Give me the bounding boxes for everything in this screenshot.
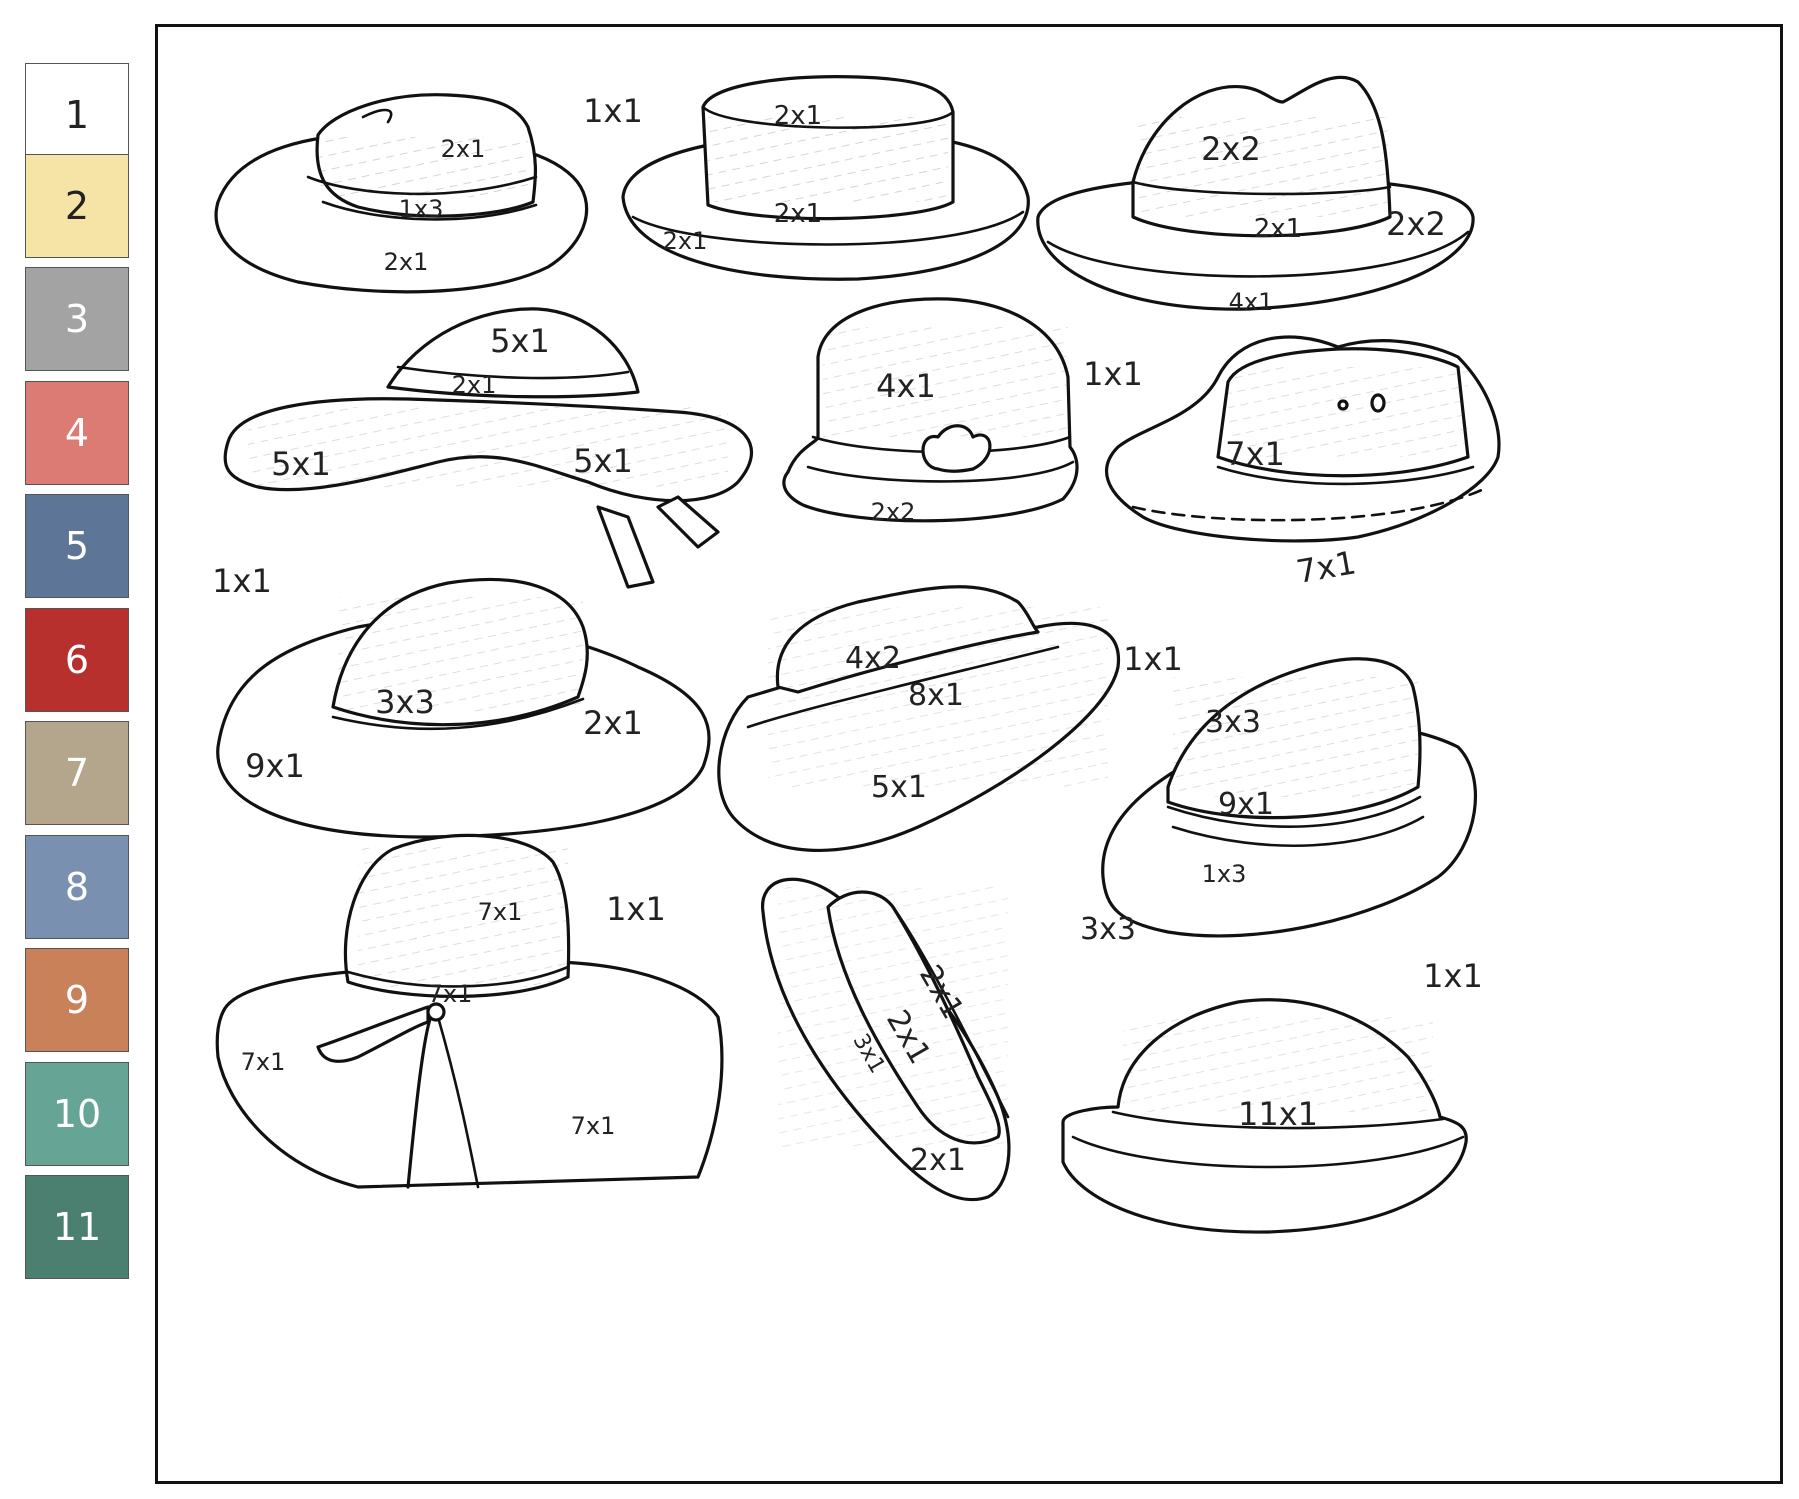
floppy-tie-label: 7x1 <box>571 1112 616 1140</box>
boater-label: 2x1 <box>663 227 708 255</box>
region-labels: 1x1 1x1 1x1 1x1 1x1 1x1 2x1 1x3 2x1 2x1 2x1 2x1 2x2 2… <box>212 92 1483 1178</box>
trilby-tall-label: 2x2 <box>1201 130 1261 168</box>
hat-sun-hat[interactable] <box>216 577 711 839</box>
swatch-4[interactable]: 4 <box>25 381 129 485</box>
hat-fedora-stitched[interactable] <box>1104 335 1501 543</box>
swatch-7[interactable]: 7 <box>25 721 129 825</box>
trilby-tall-label: 4x1 <box>1229 288 1274 316</box>
cloche-bow-label: 4x1 <box>876 367 936 405</box>
coloring-canvas[interactable]: 1x1 1x1 1x1 1x1 1x1 1x1 2x1 1x3 2x1 2x1 2x1 2x1 2x2 2… <box>155 24 1783 1484</box>
fedora-banded-label: 3x3 <box>1080 912 1136 947</box>
fedora-stitched-label: 7x1 <box>1225 435 1285 473</box>
hat-fedora-soft[interactable] <box>214 93 589 294</box>
background-label: 1x1 <box>212 562 272 600</box>
wide-brim-ribbon-label: 2x1 <box>452 371 497 399</box>
fedora-banded-label: 1x3 <box>1202 860 1247 888</box>
fedora-soft-label: 2x1 <box>384 248 429 276</box>
hat-tilted-boater[interactable] <box>761 877 1011 1202</box>
wide-brim-ribbon-label: 5x1 <box>271 445 331 483</box>
wide-brim-ribbon-label: 5x1 <box>490 322 550 360</box>
hat-fedora-banded[interactable] <box>1101 657 1478 938</box>
upturned-brim-label: 4x2 <box>845 641 901 676</box>
hat-upturned-brim[interactable] <box>717 585 1121 852</box>
hat-boater[interactable] <box>621 75 1030 281</box>
swatch-8[interactable]: 8 <box>25 835 129 939</box>
floppy-tie-label: 7x1 <box>428 980 473 1008</box>
swatch-5[interactable]: 5 <box>25 494 129 598</box>
background-label: 1x1 <box>1423 957 1483 995</box>
floppy-tie-label: 7x1 <box>241 1048 286 1076</box>
bowler-label: 11x1 <box>1238 1095 1318 1133</box>
sun-hat-label: 9x1 <box>245 747 305 785</box>
swatch-3[interactable]: 3 <box>25 267 129 371</box>
boater-label: 2x1 <box>774 199 822 229</box>
fedora-soft-label: 2x1 <box>441 135 486 163</box>
fedora-banded-label: 9x1 <box>1218 787 1274 822</box>
sun-hat-label: 3x3 <box>375 683 435 721</box>
fedora-stitched-label: 7x1 <box>1293 543 1358 591</box>
fedora-banded-label: 3x3 <box>1205 705 1261 740</box>
background-label: 1x1 <box>1123 640 1183 678</box>
swatch-2[interactable]: 2 <box>25 154 129 258</box>
background-label: 1x1 <box>1083 355 1143 393</box>
swatch-9[interactable]: 9 <box>25 948 129 1052</box>
swatch-10[interactable]: 10 <box>25 1062 129 1166</box>
background-label: 1x1 <box>606 890 666 928</box>
trilby-tall-label: 2x2 <box>1386 205 1446 243</box>
hat-cloche-bow[interactable] <box>782 297 1079 523</box>
floppy-tie-label: 7x1 <box>478 898 523 926</box>
sun-hat-label: 2x1 <box>583 704 643 742</box>
wide-brim-ribbon-label: 5x1 <box>573 442 633 480</box>
tilted-boater-label: 2x1 <box>910 1143 966 1178</box>
trilby-tall-label: 2x1 <box>1254 214 1302 244</box>
swatch-1[interactable]: 1 <box>25 63 129 167</box>
hats-drawing: 1x1 1x1 1x1 1x1 1x1 1x1 2x1 1x3 2x1 2x1 2x1 2x1 2x2 2… <box>212 75 1501 1234</box>
color-palette: 1 2 3 4 5 6 7 8 9 10 11 <box>0 0 150 1499</box>
fedora-soft-label: 1x3 <box>399 195 444 223</box>
swatch-6[interactable]: 6 <box>25 608 129 712</box>
hat-wide-brim-ribbon[interactable] <box>223 307 754 589</box>
boater-label: 2x1 <box>774 101 822 131</box>
background-label: 1x1 <box>583 92 643 130</box>
hat-floppy-tie[interactable] <box>215 833 724 1189</box>
upturned-brim-label: 5x1 <box>871 770 927 805</box>
hat-trilby-tall[interactable] <box>1036 75 1475 311</box>
cloche-bow-label: 2x2 <box>871 498 916 526</box>
swatch-11[interactable]: 11 <box>25 1175 129 1279</box>
upturned-brim-label: 8x1 <box>908 678 964 713</box>
hat-bowler[interactable] <box>1061 998 1468 1234</box>
